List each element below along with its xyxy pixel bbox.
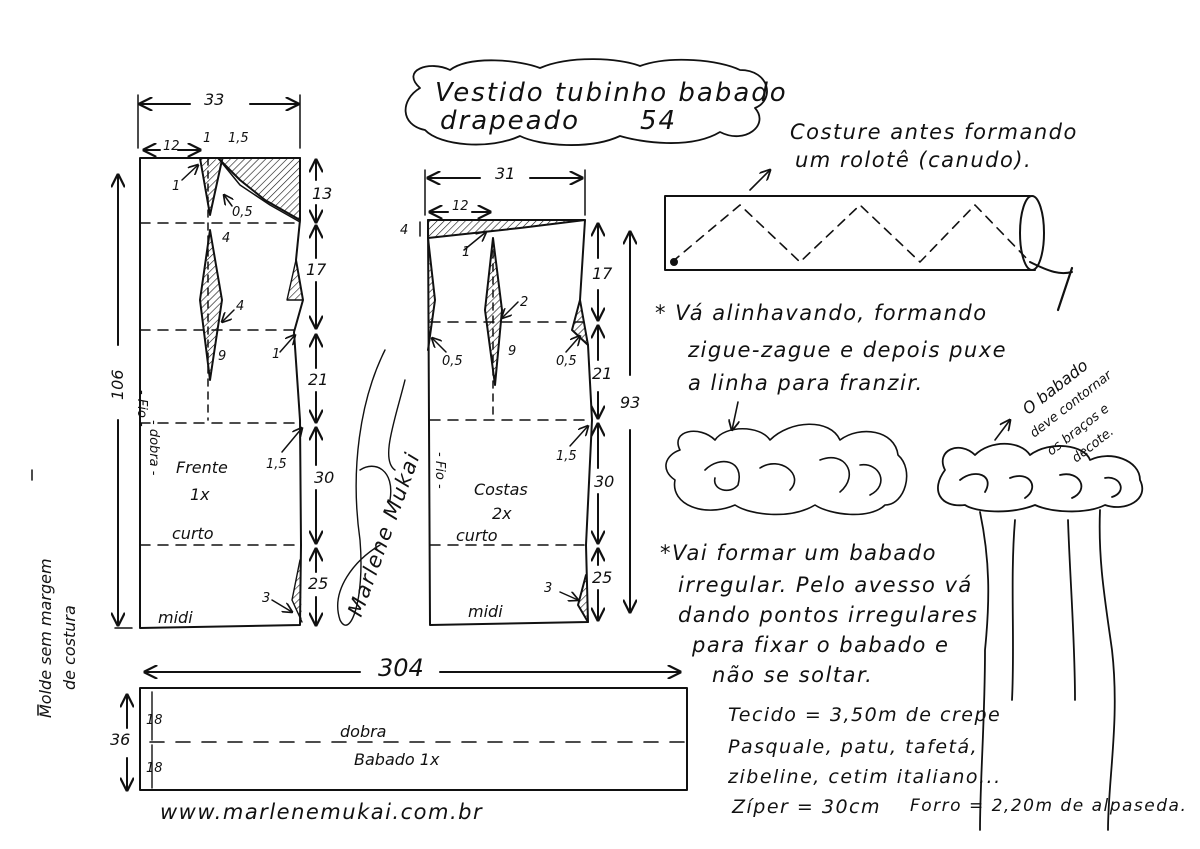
front-s21: 21: [308, 370, 329, 389]
front-qty: 1x: [190, 485, 210, 504]
front-length: 106: [108, 369, 127, 400]
ruffle-blob: [665, 401, 908, 516]
note-fabric-4: Zíper = 30cm: [732, 796, 881, 818]
back-d9: 9: [508, 344, 517, 359]
back-s25: 25: [592, 568, 613, 587]
note-fabric-3: zibeline, cetim italiano...: [728, 766, 1002, 788]
back-piece: [419, 169, 630, 626]
back-name: Costas: [474, 480, 528, 499]
front-dart-9: 9: [218, 349, 227, 364]
front-fold: - dobra -: [146, 420, 161, 476]
title-number: 54: [640, 106, 678, 136]
front-top-1: 1: [203, 131, 212, 146]
note-tube-2: um rolotê (canudo).: [795, 148, 1033, 172]
front-name: Frente: [176, 458, 228, 477]
front-dart-4b: 4: [236, 299, 245, 314]
back-0-5a: 0,5: [442, 354, 463, 369]
title-line2: drapeado: [440, 106, 580, 136]
front-dart-1: 1: [172, 179, 181, 194]
back-s17: 17: [592, 264, 613, 283]
front-s1-5: 1,5: [266, 457, 287, 472]
back-qty: 2x: [492, 504, 512, 523]
title-cloud: [404, 58, 768, 146]
front-dart-4a: 4: [222, 231, 231, 246]
front-0-5: 0,5: [232, 205, 253, 220]
back-s4: 4: [400, 223, 409, 238]
ruffle-fold: dobra: [340, 722, 387, 741]
ruffle-length: 304: [378, 654, 424, 682]
back-top-12: 12: [452, 199, 469, 214]
front-s17: 17: [306, 260, 327, 279]
front-short: curto: [172, 524, 214, 543]
note-ruffle-3: dando pontos irregulares: [678, 603, 979, 627]
back-s3: 3: [544, 581, 553, 596]
note-ruffle-2: irregular. Pelo avesso vá: [678, 573, 973, 597]
back-s30: 30: [594, 472, 615, 491]
ruffle-name: Babado 1x: [354, 750, 440, 769]
front-top-1-5: 1,5: [228, 131, 249, 146]
ruffle-height: 36: [110, 730, 131, 749]
margin-note-line2: de costura: [60, 605, 79, 690]
back-length: 93: [620, 393, 641, 412]
note-zig-1: * Vá alinhavando, formando: [655, 301, 988, 325]
note-ruffle-1: *Vai formar um babado: [660, 541, 937, 565]
margin-note-marks: [31, 469, 39, 716]
front-piece: [115, 94, 316, 629]
back-grain: - Fio -: [432, 452, 447, 489]
back-s1-5: 1,5: [556, 449, 577, 464]
back-s21: 21: [592, 364, 613, 383]
note-fabric-2: Pasquale, patu, tafetá,: [728, 736, 979, 758]
back-midi: midi: [468, 602, 503, 621]
back-short: curto: [456, 526, 498, 545]
note-ruffle-4: para fixar o babado e: [692, 633, 950, 657]
front-top-12: 12: [163, 139, 180, 154]
margin-note-line1: Molde sem margem: [36, 558, 55, 718]
front-width: 33: [204, 90, 225, 109]
ruffle-h2: 18: [146, 761, 163, 776]
front-s25: 25: [308, 574, 329, 593]
dress-illustration: [937, 420, 1143, 831]
back-d1: 1: [462, 245, 471, 260]
note-ruffle-5: não se soltar.: [712, 663, 874, 687]
front-s3: 3: [262, 591, 271, 606]
note-zig-2: zigue-zague e depois puxe: [688, 338, 1008, 362]
website-url: www.marlenemukai.com.br: [160, 800, 484, 824]
signature-mark: [337, 349, 406, 626]
note-tube-1: Costure antes formando: [790, 120, 1078, 144]
ruffle-strip: [127, 672, 688, 790]
back-0-5b: 0,5: [556, 354, 577, 369]
tube-drawing: [664, 170, 1074, 312]
back-d2: 2: [520, 295, 529, 310]
note-fabric-1: Tecido = 3,50m de crepe: [728, 704, 1002, 726]
title-line1: Vestido tubinho babado: [435, 78, 788, 108]
front-side-1: 1: [272, 347, 281, 362]
front-s13: 13: [312, 184, 333, 203]
front-midi: midi: [158, 608, 193, 627]
note-fabric-5: Forro = 2,20m de alpaseda.: [910, 796, 1188, 816]
ruffle-h1: 18: [146, 713, 163, 728]
front-s30: 30: [314, 468, 335, 487]
note-zig-3: a linha para franzir.: [688, 371, 924, 395]
back-width: 31: [495, 164, 516, 183]
